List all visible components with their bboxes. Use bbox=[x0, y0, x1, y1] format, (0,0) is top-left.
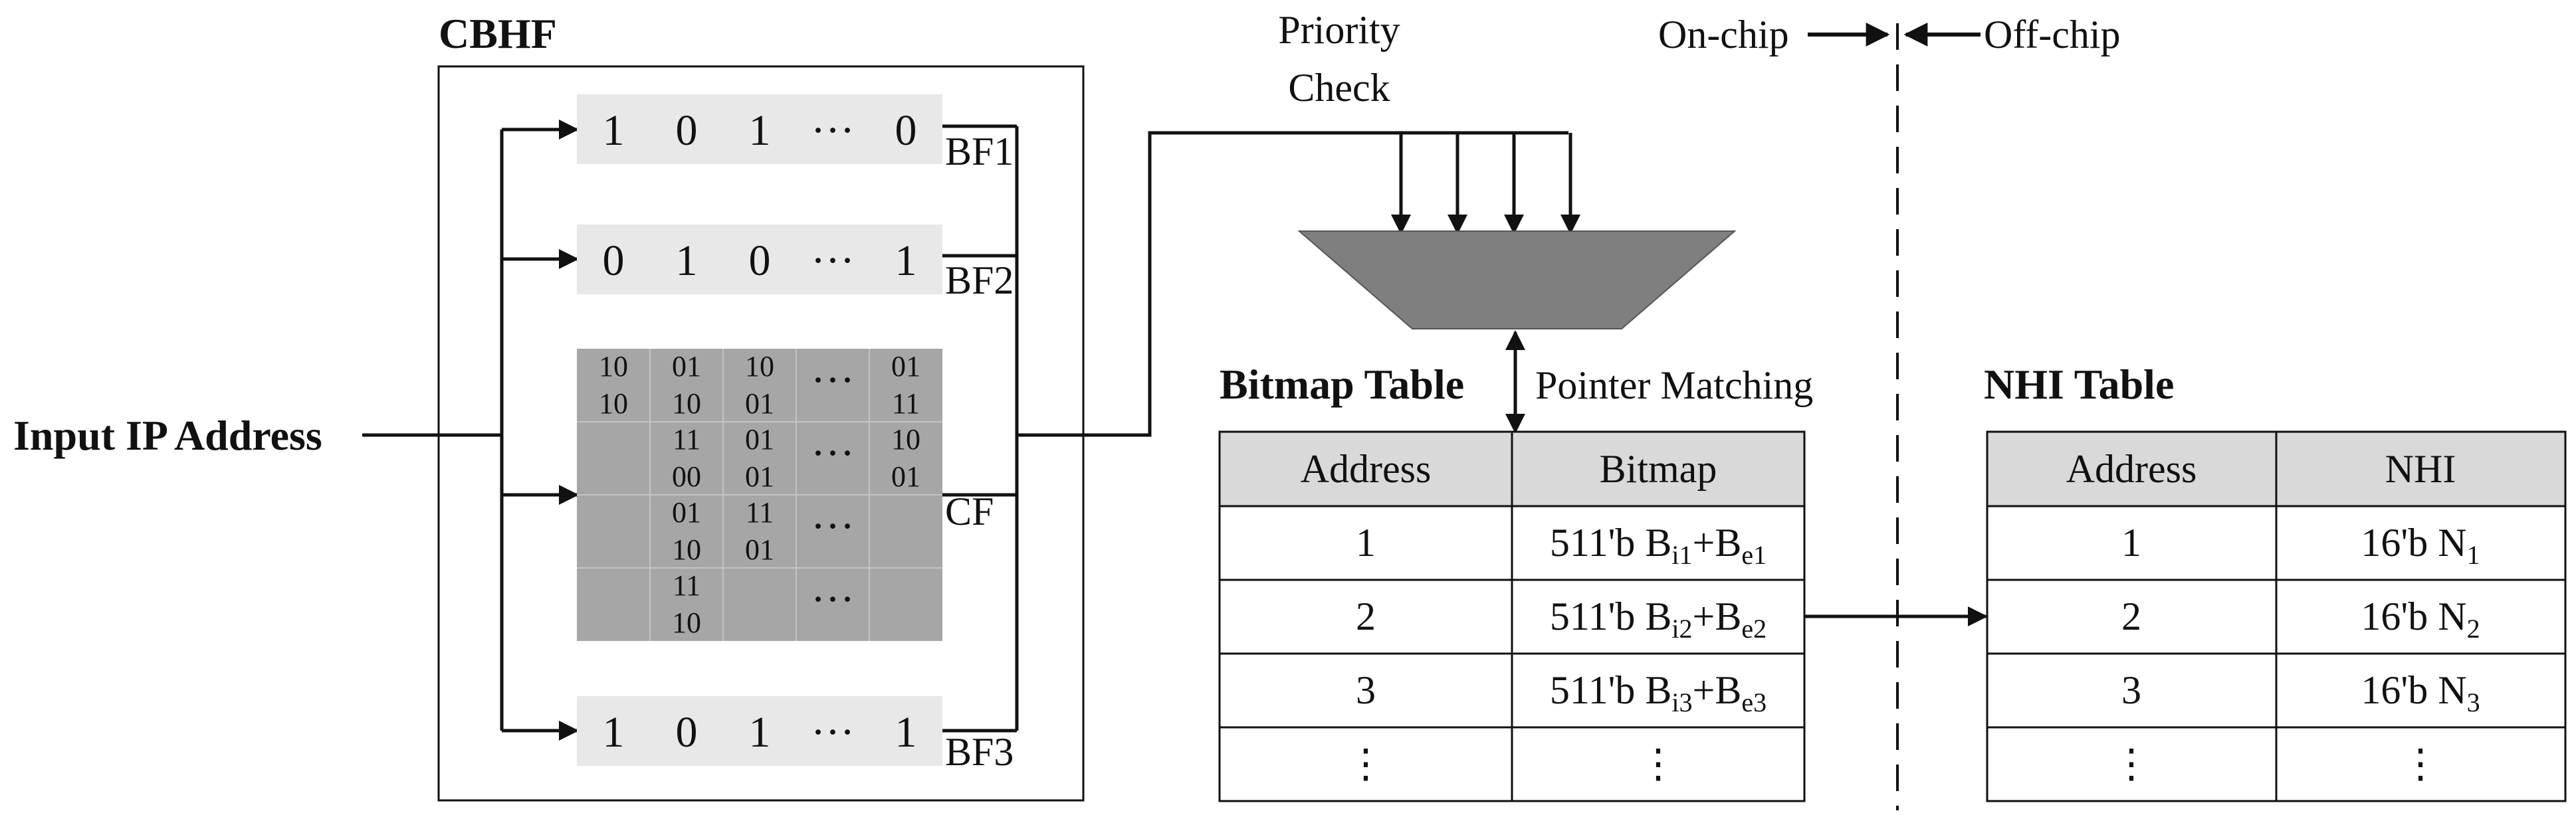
priority-label-line1: Priority bbox=[1278, 8, 1400, 52]
cf-ellipsis: ··· bbox=[811, 429, 855, 478]
off-chip-label: Off-chip bbox=[1984, 13, 2121, 56]
bf2-cells bbox=[577, 225, 942, 294]
bf3-bit: 0 bbox=[676, 708, 698, 757]
bf2-label: BF2 bbox=[945, 258, 1014, 302]
cf-cell: 01 bbox=[891, 350, 920, 383]
cf-cell: 01 bbox=[672, 350, 701, 383]
nhi-value: 16'b N2 bbox=[2361, 594, 2480, 644]
bitmap-ellipsis: ⋮ bbox=[1638, 742, 1678, 786]
nhi-table-title: NHI Table bbox=[1984, 361, 2174, 408]
bitmap-value: 511'b Bi3+Be3 bbox=[1550, 668, 1767, 717]
bf1-bit: 1 bbox=[603, 106, 625, 155]
cf-cell: 10 bbox=[672, 533, 701, 566]
priority-encoder bbox=[1297, 230, 1737, 329]
cf-ellipsis: ··· bbox=[811, 356, 855, 405]
bf1-cells bbox=[577, 94, 942, 164]
nhi-table: Address NHI 1 16'b N1 2 16'b N2 3 16'b N… bbox=[1986, 430, 2567, 802]
bf3-cells bbox=[577, 696, 942, 766]
bf1-bit: 1 bbox=[749, 106, 771, 155]
bf1-ellipsis: ··· bbox=[811, 106, 855, 155]
cf-cell: 11 bbox=[673, 423, 700, 456]
cf-ellipsis: ··· bbox=[811, 502, 855, 551]
cf-cell: 01 bbox=[745, 460, 774, 493]
nhi-header-nhi: NHI bbox=[2385, 447, 2456, 491]
bf3-bit: 1 bbox=[749, 708, 771, 757]
cf-cell: 01 bbox=[745, 533, 774, 566]
nhi-header-address: Address bbox=[2066, 447, 2197, 491]
priority-arrows bbox=[1391, 133, 1580, 234]
cf-cell: 10 bbox=[599, 387, 628, 420]
cbhf-title: CBHF bbox=[439, 10, 557, 57]
bf3-ellipsis: ··· bbox=[811, 708, 855, 757]
bf2-bit: 1 bbox=[895, 236, 917, 285]
nhi-address: 3 bbox=[2121, 668, 2141, 712]
bf3-bit: 1 bbox=[603, 708, 625, 757]
input-ip-label: Input IP Address bbox=[13, 412, 322, 459]
priority-label-line2: Check bbox=[1288, 66, 1390, 110]
bf1-label: BF1 bbox=[945, 130, 1014, 173]
bf1: 1 0 1 ··· 0 BF1 bbox=[577, 94, 1014, 173]
cf-cell: 01 bbox=[672, 496, 701, 529]
bitmap-ellipsis: ⋮ bbox=[1346, 742, 1386, 786]
pointer-label: Pointer Matching bbox=[1535, 363, 1813, 407]
bitmap-address: 3 bbox=[1356, 668, 1376, 712]
bitmap-address: 1 bbox=[1356, 521, 1376, 565]
bitmap-table-title: Bitmap Table bbox=[1220, 361, 1464, 408]
cf-cell: 01 bbox=[745, 387, 774, 420]
cf: 10 10 01 10 10 01 ··· 01 11 11 00 01 01 … bbox=[577, 349, 994, 641]
cf-cell: 00 bbox=[672, 460, 701, 493]
bf2-bit: 0 bbox=[603, 236, 625, 285]
bf2-bit: 1 bbox=[676, 236, 698, 285]
nhi-ellipsis: ⋮ bbox=[2111, 742, 2151, 786]
nhi-value: 16'b N3 bbox=[2361, 668, 2480, 717]
cf-label: CF bbox=[945, 490, 994, 533]
bitmap-table: Address Bitmap 1 511'b Bi1+Be1 2 511'b B… bbox=[1218, 430, 1806, 802]
cf-cell: 11 bbox=[746, 496, 774, 529]
nhi-address: 2 bbox=[2121, 594, 2141, 638]
bf2-ellipsis: ··· bbox=[811, 236, 855, 285]
cf-cell: 10 bbox=[672, 606, 701, 639]
bitmap-value: 511'b Bi1+Be1 bbox=[1550, 521, 1767, 570]
nhi-value: 16'b N1 bbox=[2361, 521, 2480, 570]
on-chip-label: On-chip bbox=[1658, 13, 1789, 56]
bf3: 1 0 1 ··· 1 BF3 bbox=[577, 696, 1014, 774]
bitmap-header-address: Address bbox=[1301, 447, 1432, 491]
cf-ellipsis: ··· bbox=[811, 575, 855, 624]
bf2: 0 1 0 ··· 1 BF2 bbox=[577, 225, 1014, 302]
bitmap-header-bitmap: Bitmap bbox=[1600, 447, 1717, 491]
nhi-ellipsis: ⋮ bbox=[2401, 742, 2440, 786]
cf-cell: 10 bbox=[672, 387, 701, 420]
bitmap-address: 2 bbox=[1356, 594, 1376, 638]
nhi-address: 1 bbox=[2121, 521, 2141, 565]
cf-cell: 01 bbox=[891, 460, 920, 493]
cf-cell: 11 bbox=[673, 569, 700, 602]
bf1-bit: 0 bbox=[895, 106, 917, 155]
bf3-label: BF3 bbox=[945, 730, 1014, 774]
bf1-bit: 0 bbox=[676, 106, 698, 155]
cf-cell: 11 bbox=[892, 387, 920, 420]
cf-cell: 10 bbox=[891, 423, 920, 456]
bf2-bit: 0 bbox=[749, 236, 771, 285]
cf-cell: 10 bbox=[599, 350, 628, 383]
cf-cell: 01 bbox=[745, 423, 774, 456]
cf-cell: 10 bbox=[745, 350, 774, 383]
bf3-bit: 1 bbox=[895, 708, 917, 757]
output-bus bbox=[942, 124, 1568, 733]
bitmap-value: 511'b Bi2+Be2 bbox=[1550, 594, 1767, 644]
